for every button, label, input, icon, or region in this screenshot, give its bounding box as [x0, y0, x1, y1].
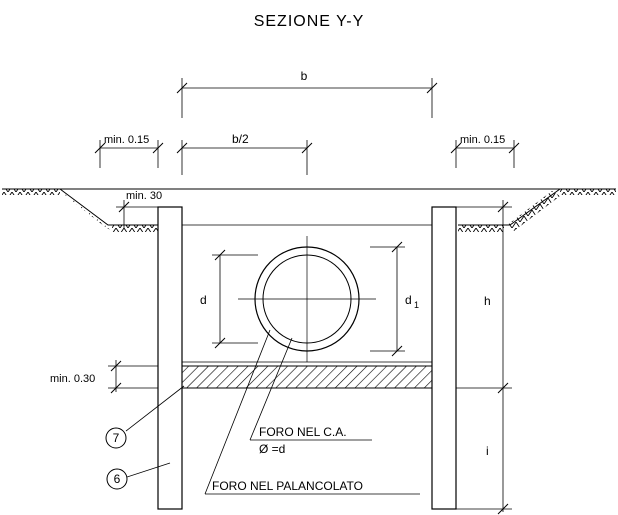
leader-foro-ca: FORO NEL C.A. Ø =d	[249, 337, 372, 456]
dimension-d1: d 1	[370, 241, 419, 357]
ground-surface	[2, 188, 616, 195]
dim-d1-label: d	[405, 293, 412, 307]
right-sheet-pile	[431, 206, 457, 510]
dim-i-label: i	[486, 444, 489, 458]
marker-6-label: 6	[114, 472, 121, 486]
dimension-h-i: h i	[456, 200, 512, 515]
dim-h-label: h	[484, 294, 491, 308]
left-excavation	[59, 188, 158, 232]
dimension-min-left: min. 0.15	[94, 134, 164, 168]
leader-foro-palancolato: FORO NEL PALANCOLATO	[204, 329, 420, 495]
dim-b-half-label: b/2	[232, 132, 249, 146]
dim-d1-subscript: 1	[414, 300, 419, 310]
marker-7-label: 7	[113, 431, 120, 445]
dim-min-left-label: min. 0.15	[104, 134, 149, 146]
label-diameter: Ø =d	[259, 442, 285, 456]
concrete-slab	[181, 361, 433, 389]
marker-7: 7	[105, 385, 185, 449]
dimension-d: d	[200, 249, 258, 349]
dimension-min-030: min. 0.30	[50, 360, 158, 394]
dim-min-30-label: min. 30	[126, 190, 162, 202]
dim-min-right-label: min. 0.15	[460, 134, 505, 146]
dimension-b-half: b/2	[176, 132, 313, 175]
marker-6: 6	[106, 462, 171, 490]
label-foro-palancolato: FORO NEL PALANCOLATO	[212, 479, 363, 493]
dimension-min-30: min. 30	[116, 190, 162, 228]
label-foro-ca: FORO NEL C.A.	[259, 425, 347, 439]
section-title: SEZIONE Y-Y	[254, 13, 365, 30]
dimension-b: b	[176, 69, 438, 118]
dimension-min-right: min. 0.15	[450, 134, 520, 168]
left-sheet-pile	[157, 206, 183, 510]
pipe-hole	[238, 236, 376, 362]
dim-min-030-label: min. 0.30	[50, 373, 95, 385]
dim-b-label: b	[301, 69, 308, 83]
dim-d-label: d	[200, 293, 207, 307]
right-excavation	[458, 188, 561, 232]
